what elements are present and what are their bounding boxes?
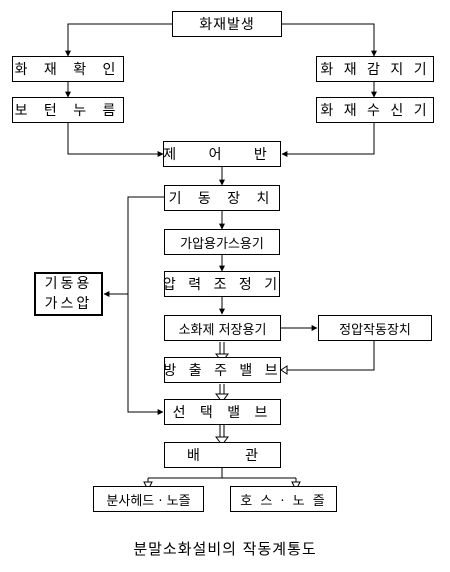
edge-button-to-control: [67, 123, 164, 157]
piping-part-1: 배: [187, 448, 200, 464]
node-starting-gas-pressure: 기동용 가스압: [34, 272, 103, 316]
node-fire-receiver: 화 재 수 신 기: [316, 97, 434, 123]
node-control-panel: 제 어 반: [163, 141, 281, 167]
edge-selector-to-piping: [215, 425, 229, 446]
starting-gas-line-1: 기동용: [44, 276, 93, 292]
edge-constant-to-main-valve: [280, 341, 375, 375]
edge-actuator-to-starting-gas: [127, 196, 164, 415]
node-release-main-valve: 방 출 주 밸 브: [163, 357, 281, 383]
edge-occurrence-to-detector: [282, 23, 377, 57]
node-hose-nozzle: 호 스 · 노 즐: [230, 486, 337, 512]
node-pressure-regulator: 압 력 조 정 기: [163, 271, 280, 297]
edge-valve-to-selector: [215, 384, 229, 403]
diagram-caption: 분말소화설비의 작동계통도: [133, 540, 317, 558]
node-button-press: 보 턴 누 름: [12, 97, 124, 123]
node-fire-occurrence: 화재발생: [172, 11, 282, 37]
node-spray-head-nozzle: 분사헤드 · 노즐: [93, 486, 204, 512]
piping-part-2: 관: [245, 448, 258, 464]
node-constant-pressure-actuator: 정압작동장치: [318, 315, 432, 341]
node-fire-confirm: 화 재 확 인: [12, 56, 124, 82]
edge-occurrence-to-confirm: [65, 23, 172, 57]
node-agent-storage-container: 소화제 저장용기: [164, 315, 281, 341]
node-fire-detector: 화 재 감 지 기: [316, 56, 434, 82]
node-actuator: 기 동 장 치: [164, 185, 280, 211]
node-pressurizing-gas-container: 가압용가스용기: [164, 229, 280, 255]
node-selector-valve: 선 택 밸 브: [164, 399, 281, 425]
starting-gas-line-2: 가스압: [44, 296, 93, 312]
edge-receiver-to-control: [281, 123, 375, 157]
